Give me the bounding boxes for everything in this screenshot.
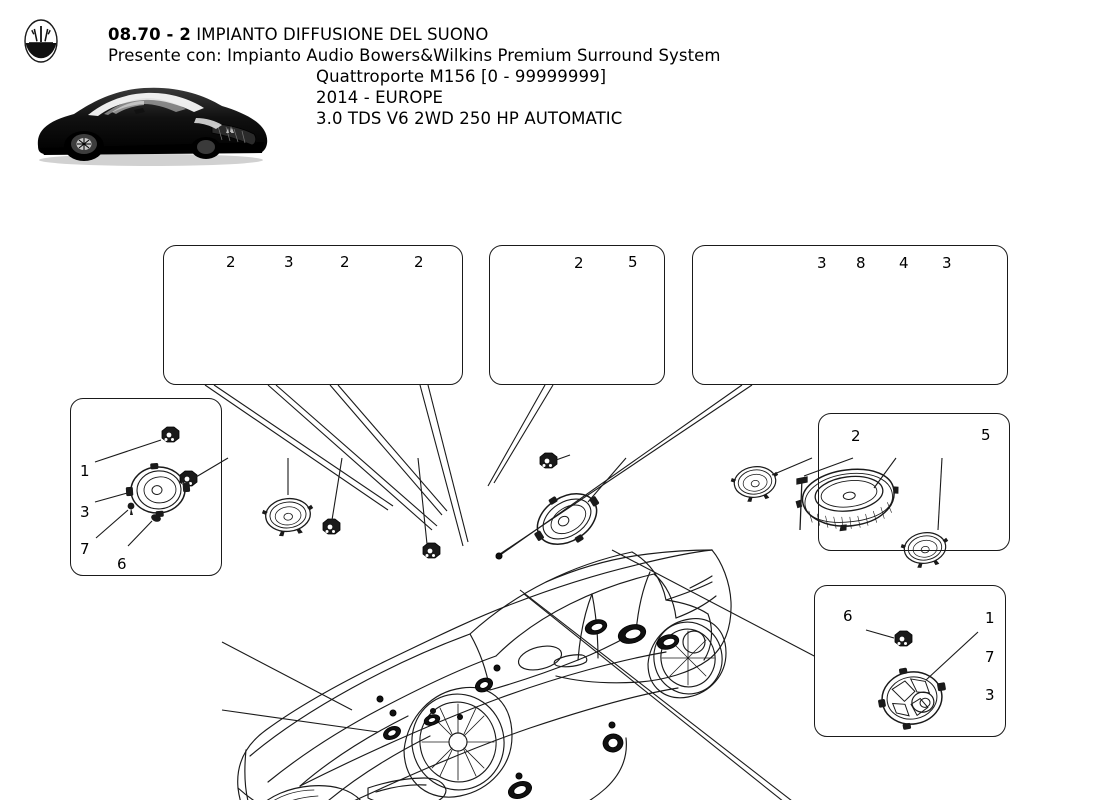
reference-number: 2 (340, 253, 350, 271)
reference-number: 5 (981, 426, 991, 444)
vehicle-engine: 3.0 TDS V6 2WD 250 HP AUTOMATIC (316, 109, 623, 128)
reference-number: 8 (856, 254, 866, 272)
page-header: 08.70 - 2 IMPIANTO DIFFUSIONE DEL SUONO … (0, 0, 1100, 190)
parts-diagram: 2 3 2 2 2 5 3 8 4 3 1 3 7 6 2 5 6 1 7 3 (0, 190, 1100, 800)
section-title: IMPIANTO DIFFUSIONE DEL SUONO (196, 25, 489, 44)
reference-number: 3 (817, 254, 827, 272)
reference-number: 3 (80, 503, 90, 521)
reference-number: 5 (628, 253, 638, 271)
reference-number: 3 (985, 686, 995, 704)
vehicle-speaker-markers (376, 552, 680, 799)
reference-number: 2 (226, 253, 236, 271)
reference-number: 1 (80, 462, 90, 480)
part-woofer-speaker (878, 667, 946, 730)
part-door-speaker (125, 463, 191, 518)
subtitle: Presente con: Impianto Audio Bowers&Wilk… (108, 46, 721, 65)
part-grommet (322, 518, 341, 535)
part-tweeter-speaker (898, 529, 953, 571)
reference-number: 6 (117, 555, 127, 573)
part-screw (127, 502, 135, 515)
reference-number: 7 (985, 648, 995, 666)
callout-box-subwoofer-group[interactable] (692, 245, 1008, 385)
part-grommet (894, 630, 913, 647)
part-oval-speaker (534, 493, 600, 545)
callout-box-rear-door-speaker[interactable] (818, 413, 1010, 551)
reference-number: 2 (574, 254, 584, 272)
part-grommet (422, 542, 441, 559)
reference-number: 4 (899, 254, 909, 272)
callout-box-oval-speaker[interactable] (489, 245, 665, 385)
part-midrange-speaker (259, 495, 317, 539)
reference-number: 2 (851, 427, 861, 445)
reference-number: 6 (843, 607, 853, 625)
callout-box-woofer-assembly[interactable] (814, 585, 1006, 737)
callout-artwork-layer (94, 426, 979, 730)
reference-number: 1 (985, 609, 995, 627)
part-subwoofer (795, 468, 899, 532)
part-grommet (539, 452, 558, 469)
maserati-trident-icon (18, 16, 64, 66)
callout-box-front-dash-speakers[interactable] (163, 245, 463, 385)
reference-number: 2 (414, 253, 424, 271)
part-grommet (161, 426, 180, 443)
part-clip (151, 514, 161, 522)
part-tweeter-speaker (728, 463, 783, 505)
page-title: 08.70 - 2 IMPIANTO DIFFUSIONE DEL SUONO (108, 24, 1008, 45)
reference-number: 7 (80, 540, 90, 558)
vehicle-model: Quattroporte M156 [0 - 99999999] (316, 67, 607, 86)
vehicle-year-market: 2014 - EUROPE (316, 88, 444, 107)
reference-number: 3 (942, 254, 952, 272)
section-code: 08.70 - 2 (108, 25, 191, 44)
callout-box-front-door-speaker[interactable] (70, 398, 222, 576)
reference-number: 3 (284, 253, 294, 271)
vehicle-photo (26, 68, 276, 180)
vehicle-line-drawing (237, 549, 732, 800)
title-block: 08.70 - 2 IMPIANTO DIFFUSIONE DEL SUONO … (108, 24, 1008, 129)
